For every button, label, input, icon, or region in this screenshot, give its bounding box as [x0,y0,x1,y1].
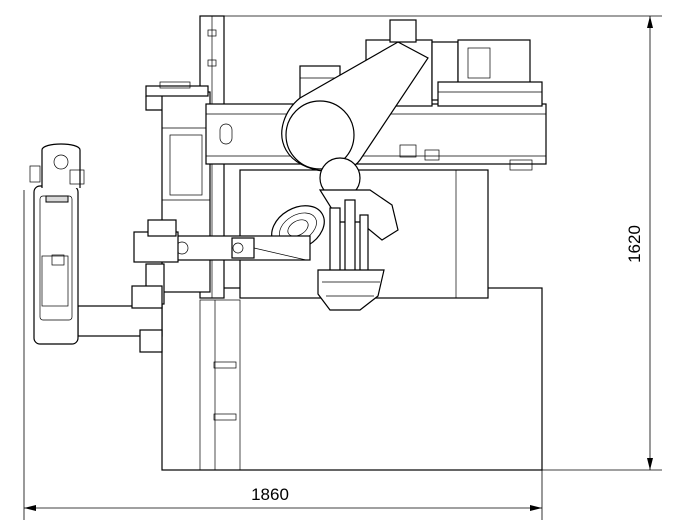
height-arrow-bottom [647,458,653,470]
top-bracket [145,81,209,111]
dimension-lines [23,15,662,520]
height-dimension-label: 1620 [625,225,644,263]
swing-arm [281,41,429,199]
side-control-unit [29,143,163,353]
height-arrow-top [647,16,653,28]
width-arrow-right [530,505,542,511]
width-arrow-left [24,505,36,511]
width-dimension-label: 1860 [251,485,289,504]
